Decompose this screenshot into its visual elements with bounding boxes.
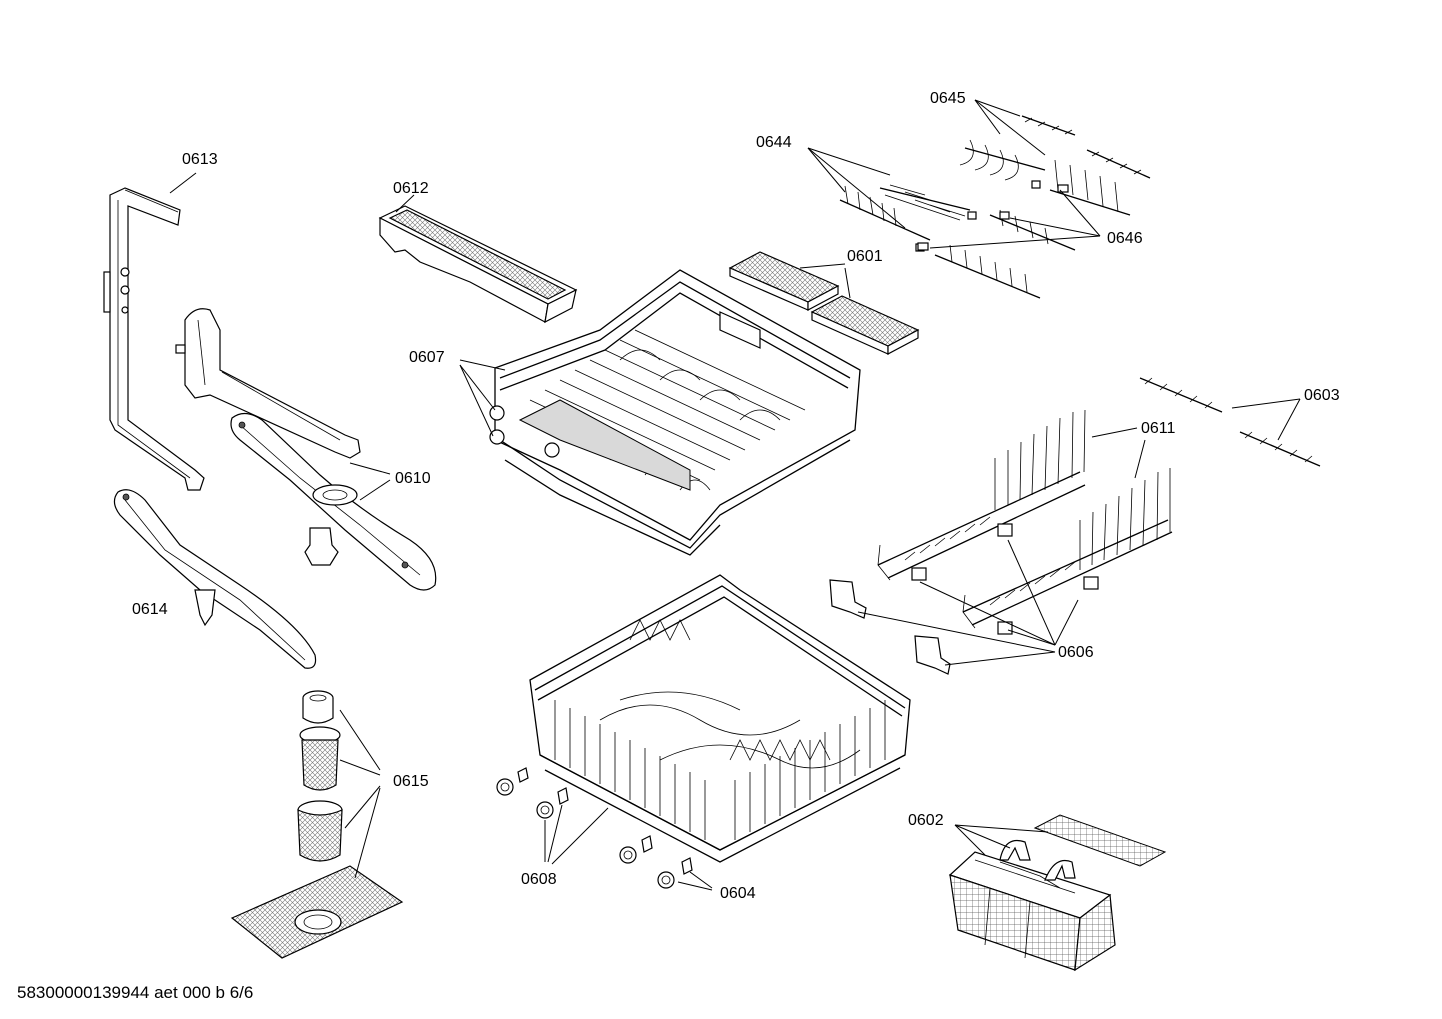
leader-0615d	[354, 787, 381, 879]
leader-0603b	[1277, 398, 1301, 441]
part-0603-cup-holders	[1139, 377, 1321, 467]
leader-0606b	[944, 651, 1056, 666]
leader-0645a	[974, 99, 1001, 135]
leader-0606a	[857, 611, 1056, 653]
part-0613-spray-pipe	[103, 187, 205, 491]
leader-0646b	[1009, 217, 1101, 237]
label-0608: 0608	[521, 871, 557, 888]
part-0604-wheel	[657, 857, 693, 889]
leader-0601b	[844, 267, 851, 299]
part-0611-tine-racks	[877, 409, 1173, 635]
leader-0645b	[974, 99, 1021, 117]
leader-0610b	[359, 479, 391, 501]
leader-0615b	[339, 759, 381, 776]
leader-0606f	[1054, 599, 1079, 646]
leader-0607a	[459, 364, 496, 411]
label-0614: 0614	[132, 601, 168, 618]
leader-0645c	[974, 99, 1046, 156]
leader-0607c	[459, 359, 506, 371]
label-0612: 0612	[393, 180, 429, 197]
part-0612-cutlery-tray	[378, 205, 578, 324]
leader-0615a	[339, 709, 381, 771]
part-0614-lower-spray-arm	[113, 489, 317, 669]
leader-0644a	[807, 147, 891, 176]
leader-0602b	[954, 824, 1049, 833]
part-0607-upper-basket	[489, 269, 861, 556]
label-0604: 0604	[720, 885, 756, 902]
part-lower-basket	[529, 574, 911, 863]
leader-0610a	[349, 462, 391, 475]
label-0615: 0615	[393, 773, 429, 790]
leader-0615c	[344, 785, 381, 829]
leader-0604b	[689, 871, 713, 889]
leader-0612	[395, 194, 415, 213]
part-upper-arm-pipe	[175, 308, 361, 459]
part-0602-cutlery-basket	[948, 814, 1167, 972]
leader-0608b	[547, 804, 563, 863]
leader-0602a	[954, 824, 1011, 849]
document-code: 58300000139944 aet 000 b 6/6	[17, 983, 253, 1002]
label-0602: 0602	[908, 812, 944, 829]
part-0601-cup-shelves	[728, 251, 920, 355]
label-0603: 0603	[1304, 387, 1340, 404]
leader-0611b	[1134, 439, 1146, 479]
leader-0602c	[954, 824, 986, 856]
leader-0646a	[1059, 189, 1101, 237]
leader-0644c	[807, 147, 906, 229]
label-0601: 0601	[847, 248, 883, 265]
leader-0606c	[1007, 539, 1056, 646]
leader-0603a	[1231, 398, 1301, 409]
leader-0611a	[1091, 427, 1138, 438]
label-0645: 0645	[930, 90, 966, 107]
leader-0646c	[929, 235, 1101, 249]
part-0608-wheels	[496, 767, 653, 864]
label-0613: 0613	[182, 151, 218, 168]
label-0610: 0610	[395, 470, 431, 487]
leader-0613	[169, 172, 197, 194]
leader-0601a	[799, 263, 846, 269]
leader-0608c	[551, 807, 609, 865]
part-0615-filter-set	[230, 690, 404, 959]
part-0646-clips	[917, 184, 1069, 251]
leader-0606e	[1007, 629, 1056, 646]
leader-0606d	[919, 581, 1056, 646]
label-0646: 0646	[1107, 230, 1143, 247]
leader-0604a	[677, 881, 713, 891]
part-0645-racks	[959, 115, 1151, 216]
label-0606: 0606	[1058, 644, 1094, 661]
label-0611: 0611	[1141, 420, 1176, 437]
part-0610-spray-arm	[230, 412, 437, 591]
leader-0644b	[807, 147, 846, 193]
label-0607: 0607	[409, 349, 445, 366]
label-0644: 0644	[756, 134, 792, 151]
part-0644-folding-racks	[839, 184, 1076, 299]
leader-0607b	[459, 364, 494, 437]
